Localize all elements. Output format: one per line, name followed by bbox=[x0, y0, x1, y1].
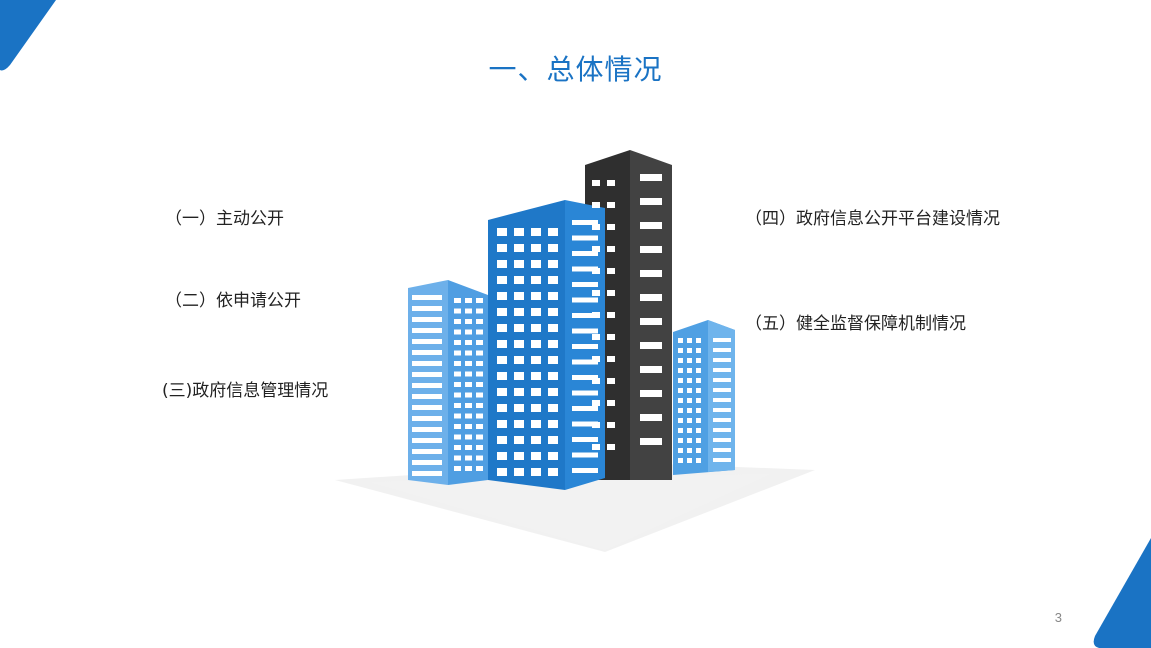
corner-triangle-bottom-right-icon bbox=[1093, 538, 1151, 648]
menu-item-active-disclosure[interactable]: （一）主动公开 bbox=[165, 209, 284, 229]
menu-item-information-management[interactable]: (三)政府信息管理情况 bbox=[162, 381, 329, 401]
buildings-illustration-icon bbox=[335, 150, 815, 552]
menu-item-supervision-mechanism[interactable]: （五）健全监督保障机制情况 bbox=[745, 314, 966, 334]
menu-item-disclosure-on-request[interactable]: （二）依申请公开 bbox=[165, 291, 301, 311]
corner-triangle-top-left-icon bbox=[0, 0, 56, 71]
page-number: 3 bbox=[1054, 610, 1062, 625]
page-title: 一、总体情况 bbox=[488, 53, 663, 86]
menu-item-platform-construction[interactable]: （四）政府信息公开平台建设情况 bbox=[745, 209, 1000, 229]
